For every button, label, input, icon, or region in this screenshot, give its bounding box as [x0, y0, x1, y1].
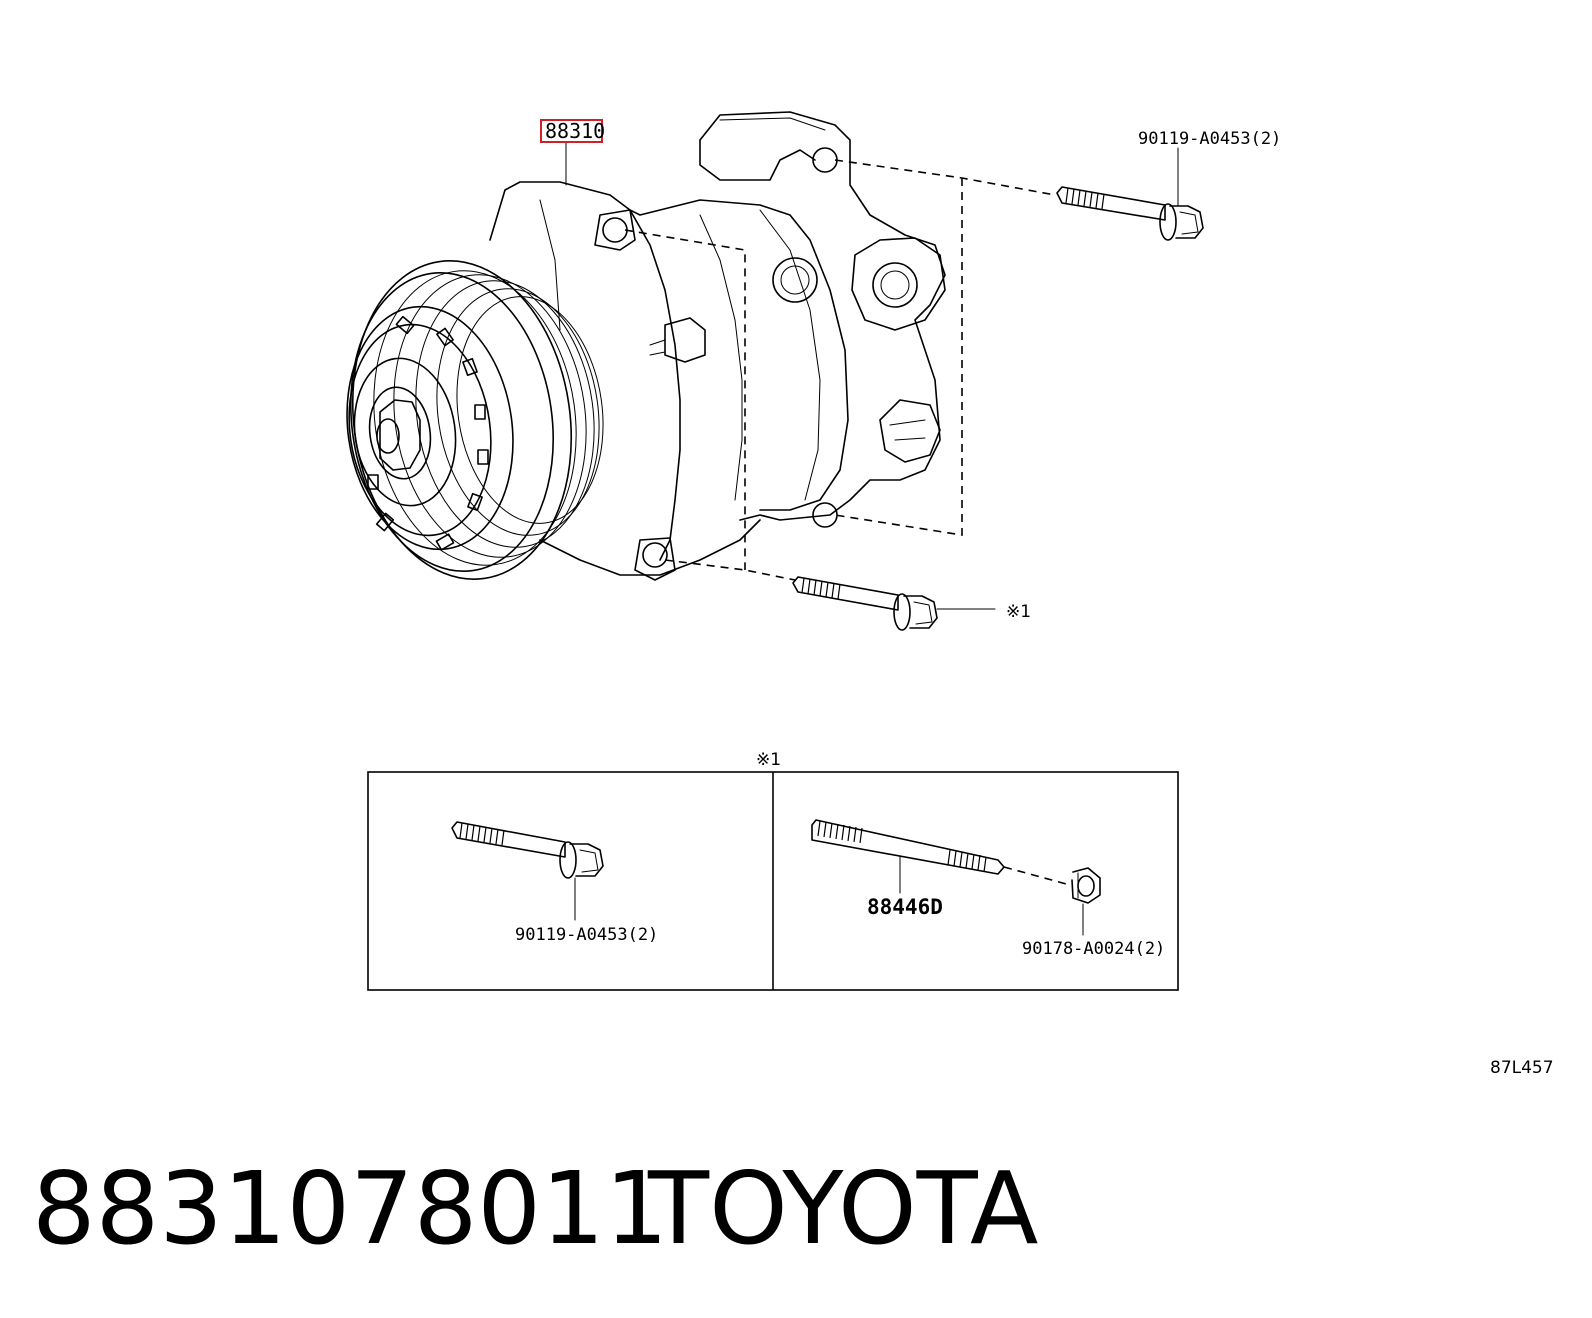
footer-part-number: 8831078011 — [32, 1150, 668, 1267]
inset-box — [367, 771, 1179, 991]
flange-bolt-top — [1056, 147, 1204, 241]
callout-nut[interactable]: 90178-A0024(2) — [1022, 939, 1165, 959]
assembly-dashed-lines — [624, 159, 1056, 581]
inset-nut — [1003, 866, 1101, 936]
inset-stud — [811, 819, 1005, 894]
callout-compressor[interactable]: 88310 — [545, 119, 605, 143]
callout-inset-bolt[interactable]: 90119-A0453(2) — [515, 925, 658, 945]
illustration-code: 87L457 — [1490, 1058, 1554, 1078]
callout-reference-mark: ※1 — [1006, 602, 1031, 622]
footer-brand: TOYOTA — [647, 1150, 1038, 1267]
ac-compressor-illustration — [346, 111, 946, 581]
inset-flange-bolt — [451, 821, 604, 921]
callout-highlight-box — [540, 119, 603, 143]
flange-bolt-bottom — [792, 576, 996, 631]
inset-reference-mark: ※1 — [756, 750, 781, 770]
callout-top-bolt[interactable]: 90119-A0453(2) — [1138, 129, 1281, 149]
callout-stud[interactable]: 88446D — [867, 895, 943, 919]
